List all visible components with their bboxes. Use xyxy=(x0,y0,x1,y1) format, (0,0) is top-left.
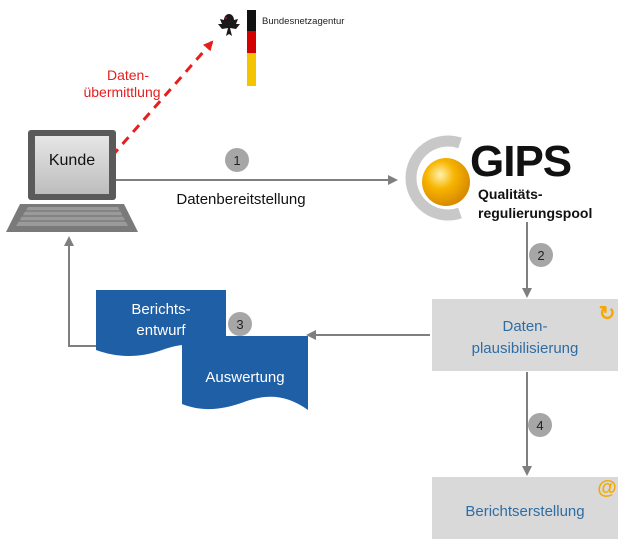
data-provision-label: Datenbereitstellung xyxy=(176,191,305,208)
plausibility-label-line2: plausibilisierung xyxy=(472,340,579,357)
report-draft-document-shape xyxy=(96,290,226,356)
step-number-2: 2 xyxy=(537,248,544,263)
step-badge-1 xyxy=(225,148,249,172)
flag-stripe-black xyxy=(247,10,256,31)
report-creation-box: Berichtserstellung @ xyxy=(432,477,618,539)
step-badge-2 xyxy=(529,243,553,267)
step-number-3: 3 xyxy=(236,317,243,332)
report-documents: Berichts- entwurf Auswertung 3 xyxy=(96,290,308,410)
step-number-1: 1 xyxy=(233,153,240,168)
plausibility-box-shape xyxy=(432,299,618,371)
at-sign-icon: @ xyxy=(597,477,617,499)
refresh-icon: ↻ xyxy=(599,303,616,325)
federal-eagle-icon xyxy=(218,14,240,36)
analysis-document-shape xyxy=(182,336,308,410)
laptop-screen xyxy=(35,136,109,194)
step-badge-3 xyxy=(228,312,252,336)
gips-subtitle-line2: regulierungspool xyxy=(478,205,592,221)
step-number-4: 4 xyxy=(536,418,543,433)
report-creation-box-shape xyxy=(432,477,618,539)
gips-ball-icon xyxy=(422,158,470,206)
data-transfer-label-line1: Daten- xyxy=(107,67,149,83)
report-draft-label-line2: entwurf xyxy=(136,322,186,339)
analysis-label: Auswertung xyxy=(205,369,284,386)
step-badge-4 xyxy=(528,413,552,437)
flag-stripe-red xyxy=(247,31,256,53)
report-draft-label-line1: Berichts- xyxy=(131,301,190,318)
kunde-label: Kunde xyxy=(49,152,95,169)
gips-logo: GIPS Qualitäts- regulierungspool xyxy=(405,135,592,221)
plausibility-box: Daten- plausibilisierung ↻ xyxy=(432,299,618,371)
arrow-return-to-customer xyxy=(64,236,96,347)
gips-ring-icon xyxy=(405,135,462,221)
laptop-icon: Kunde xyxy=(6,130,138,232)
data-transfer-label-line2: übermittlung xyxy=(83,84,160,100)
bundesnetzagentur-text: Bundesnetzagentur xyxy=(262,16,344,27)
gips-name: GIPS xyxy=(470,137,571,186)
bundesnetzagentur-logo: Bundesnetzagentur xyxy=(212,8,362,88)
flag-stripe-gold xyxy=(247,53,256,86)
plausibility-label-line1: Daten- xyxy=(502,318,547,335)
report-creation-label: Berichtserstellung xyxy=(465,503,584,520)
gips-subtitle-line1: Qualitäts- xyxy=(478,186,543,202)
